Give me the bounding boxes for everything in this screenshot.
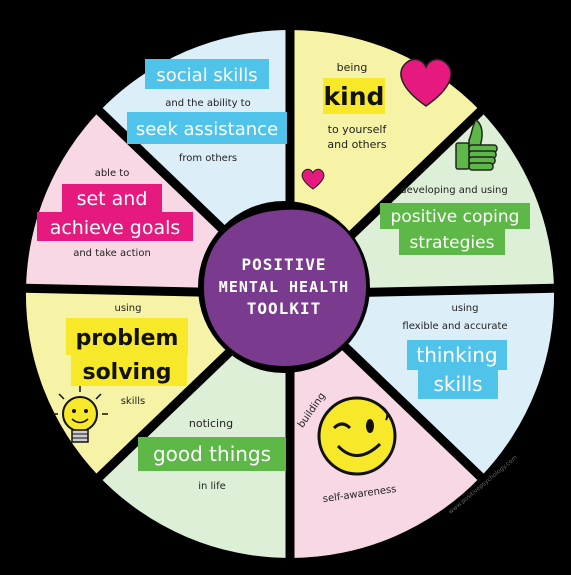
label-box-thinking: [407, 340, 507, 370]
label-box-coping: [380, 203, 530, 229]
text-thinking-before1: using: [451, 303, 478, 314]
text-goals-after: and take action: [73, 248, 151, 259]
text-goals-before: able to: [95, 168, 130, 179]
text-kind-before: being: [337, 61, 368, 74]
text-social-mid: and the ability to: [165, 98, 250, 109]
text-kind-after2: and others: [327, 138, 386, 151]
label-set-and: set and: [77, 188, 148, 210]
label-achieve-goals: achieve goals: [50, 217, 181, 239]
winking-smiley-icon: [317, 396, 397, 476]
label-thinking: thinking: [416, 343, 497, 367]
text-goodthings-after: in life: [198, 481, 226, 492]
label-box-solving: [71, 354, 187, 386]
small-heart-icon: [301, 168, 325, 190]
label-good-things: good things: [153, 442, 271, 466]
text-goodthings-before: noticing: [189, 417, 233, 430]
text-problem-before: using: [114, 303, 141, 314]
center-title-line1: POSITIVE: [241, 255, 326, 274]
thumbs-up-icon: [455, 118, 498, 171]
label-box-strategies: [399, 229, 505, 255]
label-solving: solving: [82, 360, 171, 385]
label-box-goodthings: [138, 437, 286, 471]
center-title-line2: MENTAL HEALTH: [219, 278, 349, 296]
label-skills: skills: [433, 372, 482, 396]
heart-icon: [400, 58, 452, 107]
lightbulb-icon: [52, 386, 108, 443]
text-coping-before: developing and using: [400, 185, 507, 196]
label-box-skills: [418, 370, 498, 399]
label-problem: problem: [76, 326, 179, 351]
label-box-problem: [66, 318, 188, 355]
label-box-kind: [323, 78, 385, 114]
label-seek-assistance: seek assistance: [136, 119, 278, 140]
label-box-social: [145, 59, 269, 89]
label-kind: kind: [324, 82, 385, 111]
label-social-skills: social skills: [156, 65, 257, 86]
label-box-setand: [62, 184, 162, 212]
label-strategies: strategies: [410, 233, 495, 253]
text-thinking-before2: flexible and accurate: [402, 321, 507, 332]
center-title-line3: TOOLKIT: [247, 299, 321, 318]
label-box-seek: [127, 112, 287, 144]
text-kind-after1: to yourself: [328, 123, 388, 136]
label-box-achieve: [37, 212, 193, 241]
center-blob: [204, 209, 366, 366]
label-positive-coping: positive coping: [391, 207, 520, 227]
text-problem-after: skills: [121, 396, 146, 407]
text-social-after: from others: [179, 153, 237, 164]
